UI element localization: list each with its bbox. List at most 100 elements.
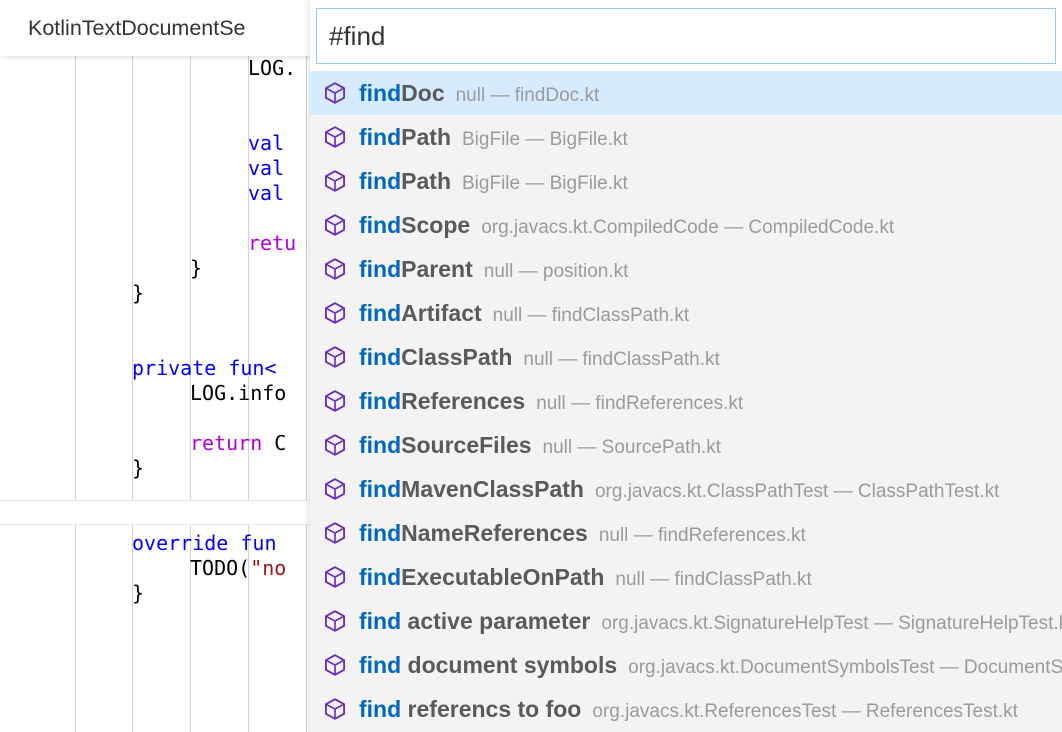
result-description: null — position.kt [483, 260, 629, 282]
result-text: findScope org.javacs.kt.CompiledCode — Co… [359, 212, 894, 239]
code-line: override fun [0, 531, 277, 556]
code-line: LOG. [0, 56, 296, 81]
result-label-rest: NameReferences [401, 519, 588, 546]
symbol-method-icon [324, 214, 346, 236]
code-token: private fun< [132, 356, 277, 380]
symbol-method-icon [324, 698, 346, 720]
code-token: } [132, 581, 145, 605]
result-description: BigFile — BigFile.kt [462, 128, 628, 150]
result-text: findParent null — position.kt [359, 256, 628, 283]
result-description: null — SourcePath.kt [542, 436, 722, 458]
result-label-match: find [359, 123, 402, 150]
code-token: LOG. [248, 56, 297, 80]
result-label-rest: MavenClassPath [401, 475, 584, 502]
result-label: findDoc [359, 80, 445, 107]
symbol-method-icon [324, 302, 346, 324]
indent-guide [190, 56, 191, 732]
quick-open-result-row[interactable]: findScope org.javacs.kt.CompiledCode — Co… [310, 203, 1062, 247]
result-label-match: find [359, 695, 402, 722]
result-label-match: find [359, 343, 402, 370]
code-token: return [190, 431, 275, 455]
quick-open-result-row[interactable]: findPath BigFile — BigFile.kt [310, 115, 1062, 159]
code-token: C [274, 431, 287, 455]
result-label: findExecutableOnPath [359, 564, 604, 591]
code-token: } [132, 456, 145, 480]
code-line: TODO("no [0, 556, 286, 581]
result-label: findMavenClassPath [359, 476, 584, 503]
result-text: findMavenClassPath org.javacs.kt.ClassPat… [359, 476, 999, 503]
code-token: LOG.info [190, 381, 287, 405]
result-description: org.javacs.kt.SignatureHelpTest — Signat… [601, 612, 1062, 634]
quick-open-input-container [310, 0, 1062, 71]
result-description: null — findDoc.kt [455, 84, 600, 106]
result-description: null — findReferences.kt [536, 392, 744, 414]
code-line: val [0, 131, 284, 156]
quick-open-result-row[interactable]: findClassPath null — findClassPath.kt [310, 335, 1062, 379]
result-label-rest: referencs to foo [401, 695, 582, 722]
breadcrumb[interactable]: KotlinTextDocumentSe [28, 16, 246, 40]
result-label-rest: References [401, 387, 526, 414]
result-label-match: find [359, 431, 402, 458]
symbol-method-icon [324, 434, 346, 456]
result-label: findPath [359, 124, 451, 151]
result-description: null — findClassPath.kt [523, 348, 720, 370]
symbol-method-icon [324, 82, 346, 104]
code-token: TODO( [190, 556, 251, 580]
symbol-method-icon [324, 478, 346, 500]
result-label: findArtifact [359, 300, 482, 327]
result-description: org.javacs.kt.DocumentSymbolsTest — Docu… [628, 656, 1062, 678]
result-description: org.javacs.kt.ClassPathTest — ClassPathT… [594, 480, 1000, 502]
result-label: findParent [359, 256, 473, 283]
code-line: } [0, 256, 202, 281]
symbol-method-icon [324, 654, 346, 676]
quick-open-input[interactable] [316, 8, 1056, 64]
code-line: } [0, 456, 144, 481]
code-token: retu [248, 231, 297, 255]
result-label-match: find [359, 167, 402, 194]
result-label: find referencs to foo [359, 696, 581, 723]
quick-open-result-row[interactable]: findMavenClassPath org.javacs.kt.ClassPat… [310, 467, 1062, 511]
code-token: override fun [132, 531, 277, 555]
result-text: find referencs to foo org.javacs.kt.Refer… [359, 696, 1018, 723]
result-label-rest: active parameter [401, 607, 591, 634]
quick-open-result-row[interactable]: find referencs to foo org.javacs.kt.Refer… [310, 687, 1062, 731]
quick-open-result-row[interactable]: findParent null — position.kt [310, 247, 1062, 291]
result-description: org.javacs.kt.ReferencesTest — Reference… [592, 700, 1018, 722]
result-label-match: find [359, 299, 402, 326]
code-line: val [0, 156, 308, 181]
result-text: findClassPath null — findClassPath.kt [359, 344, 720, 371]
result-label: findPath [359, 168, 451, 195]
result-label-rest: Path [401, 123, 451, 150]
result-label-match: find [359, 475, 402, 502]
quick-open-result-row[interactable]: find document symbols org.javacs.kt.Docum… [310, 643, 1062, 687]
result-description: org.javacs.kt.CompiledCode — CompiledCod… [481, 216, 895, 238]
code-token: val [248, 131, 285, 155]
result-label-rest: Scope [401, 211, 471, 238]
code-line: LOG.info [0, 381, 286, 406]
result-label-match: find [359, 211, 402, 238]
result-text: findPath BigFile — BigFile.kt [359, 124, 628, 151]
symbol-method-icon [324, 522, 346, 544]
result-label-rest: document symbols [401, 651, 618, 678]
code-token: } [190, 256, 203, 280]
result-label: findClassPath [359, 344, 512, 371]
result-label-rest: Artifact [401, 299, 482, 326]
result-label-match: find [359, 651, 402, 678]
symbol-method-icon [324, 610, 346, 632]
quick-open-result-row[interactable]: findDoc null — findDoc.kt [310, 71, 1062, 115]
result-label-match: find [359, 519, 402, 546]
result-label-match: find [359, 563, 402, 590]
